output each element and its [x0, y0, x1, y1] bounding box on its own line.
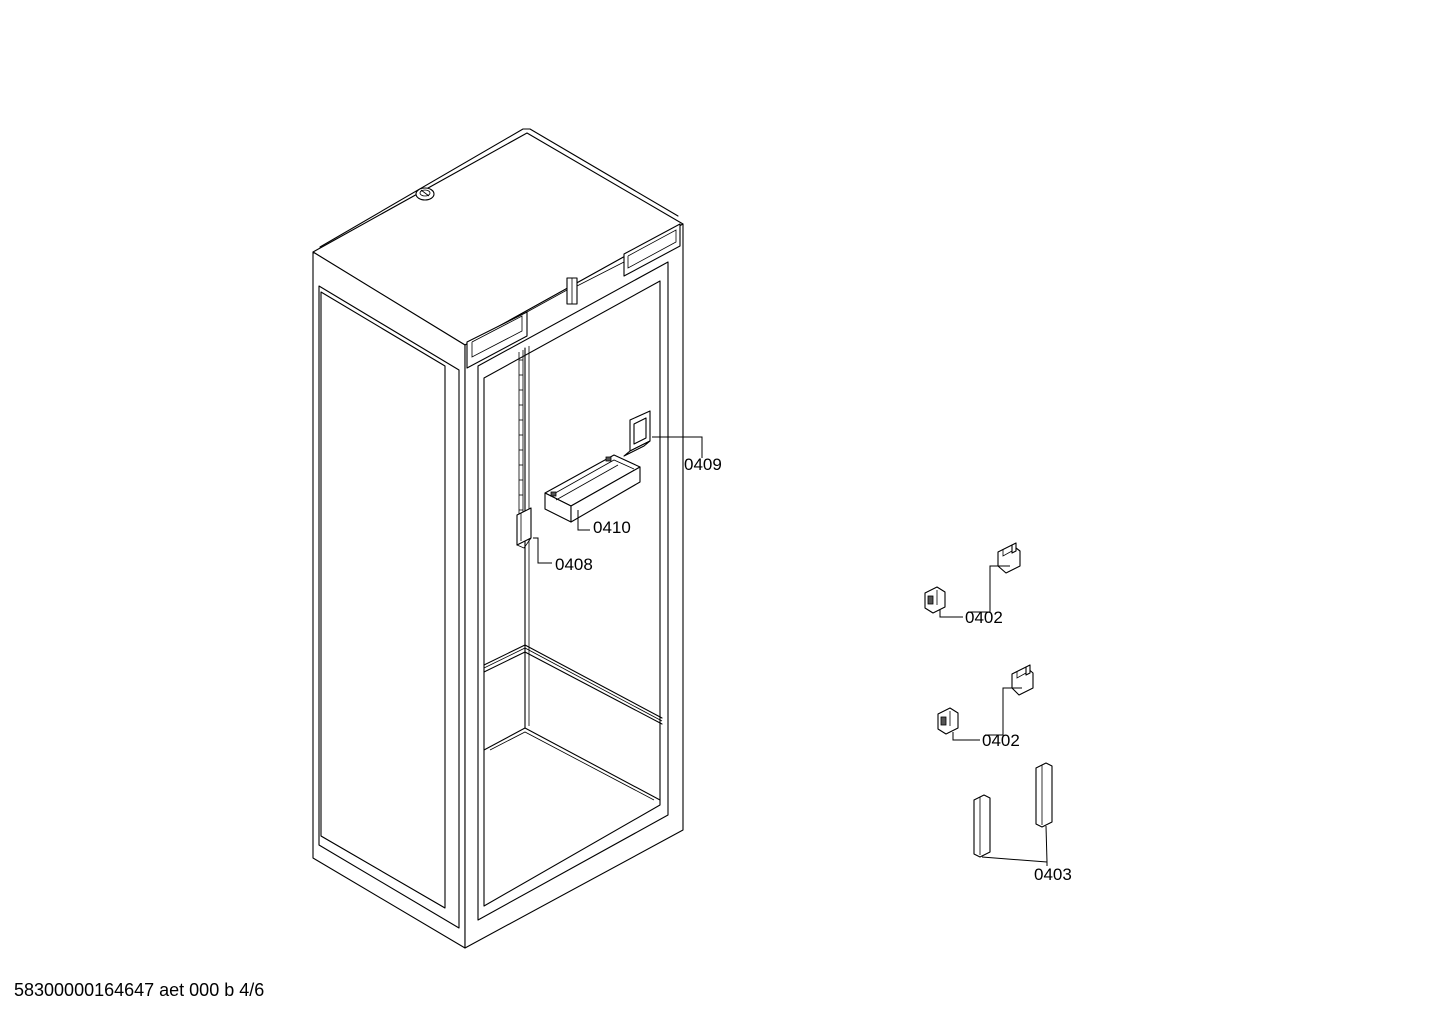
- callout-0403: 0403: [981, 825, 1072, 884]
- callout-0408-label: 0408: [555, 555, 593, 574]
- callout-0402-upper: 0402: [939, 565, 1010, 627]
- part-0409-bracket: [623, 410, 651, 457]
- cabinet-housing: [312, 128, 684, 949]
- callout-0402-lower-label: 0402: [982, 731, 1020, 750]
- callout-0410-label: 0410: [593, 518, 631, 537]
- part-0408-clip: [516, 507, 532, 549]
- callout-0402-lower: 0402: [952, 687, 1022, 750]
- callout-0408: 0408: [533, 537, 593, 574]
- callout-0402-upper-label: 0402: [965, 608, 1003, 627]
- part-0403-straps: [973, 762, 1053, 858]
- part-0410-tray: [544, 454, 641, 523]
- part-0402-lower-set: [937, 664, 1034, 735]
- callout-0403-label: 0403: [1034, 865, 1072, 884]
- callout-0409-label: 0409: [684, 455, 722, 474]
- shelf-rail: [518, 350, 524, 520]
- part-0402-upper-set: [924, 542, 1021, 614]
- document-id-footer: 58300000164647 aet 000 b 4/6: [14, 980, 265, 1000]
- callout-0410: 0410: [577, 510, 631, 537]
- callout-0409: 0409: [652, 436, 722, 474]
